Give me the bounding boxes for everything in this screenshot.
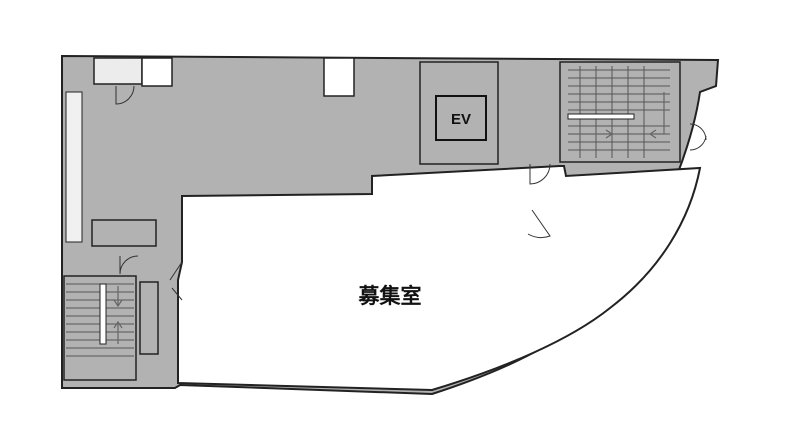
right-stairwell <box>559 61 681 163</box>
elevator-car <box>435 95 487 141</box>
left-stair-arrow <box>113 286 123 344</box>
vacant-room-label: 募集室 <box>358 284 422 308</box>
door-swing-room-entry <box>527 209 551 239</box>
right-stair-treads <box>568 66 670 158</box>
left-shaft <box>139 281 159 355</box>
left-small-room <box>91 219 157 247</box>
door-swing-top-left <box>115 85 135 105</box>
right-stair-arrow <box>570 92 665 139</box>
left-stair-railing <box>99 283 107 345</box>
door-swing-right-stair <box>689 123 707 151</box>
door-swing-left-stair <box>119 255 139 275</box>
top-wall-recess <box>141 57 173 87</box>
door-swing-elevator-lobby <box>529 163 551 185</box>
top-left-closet <box>93 57 143 85</box>
vacant-room-area <box>177 165 702 392</box>
right-stair-railing <box>567 113 635 120</box>
top-wall-notch <box>323 57 355 97</box>
elevator-label: EV <box>451 111 471 128</box>
left-wall-column <box>65 91 83 243</box>
door-swing-left-corridor <box>169 261 183 301</box>
